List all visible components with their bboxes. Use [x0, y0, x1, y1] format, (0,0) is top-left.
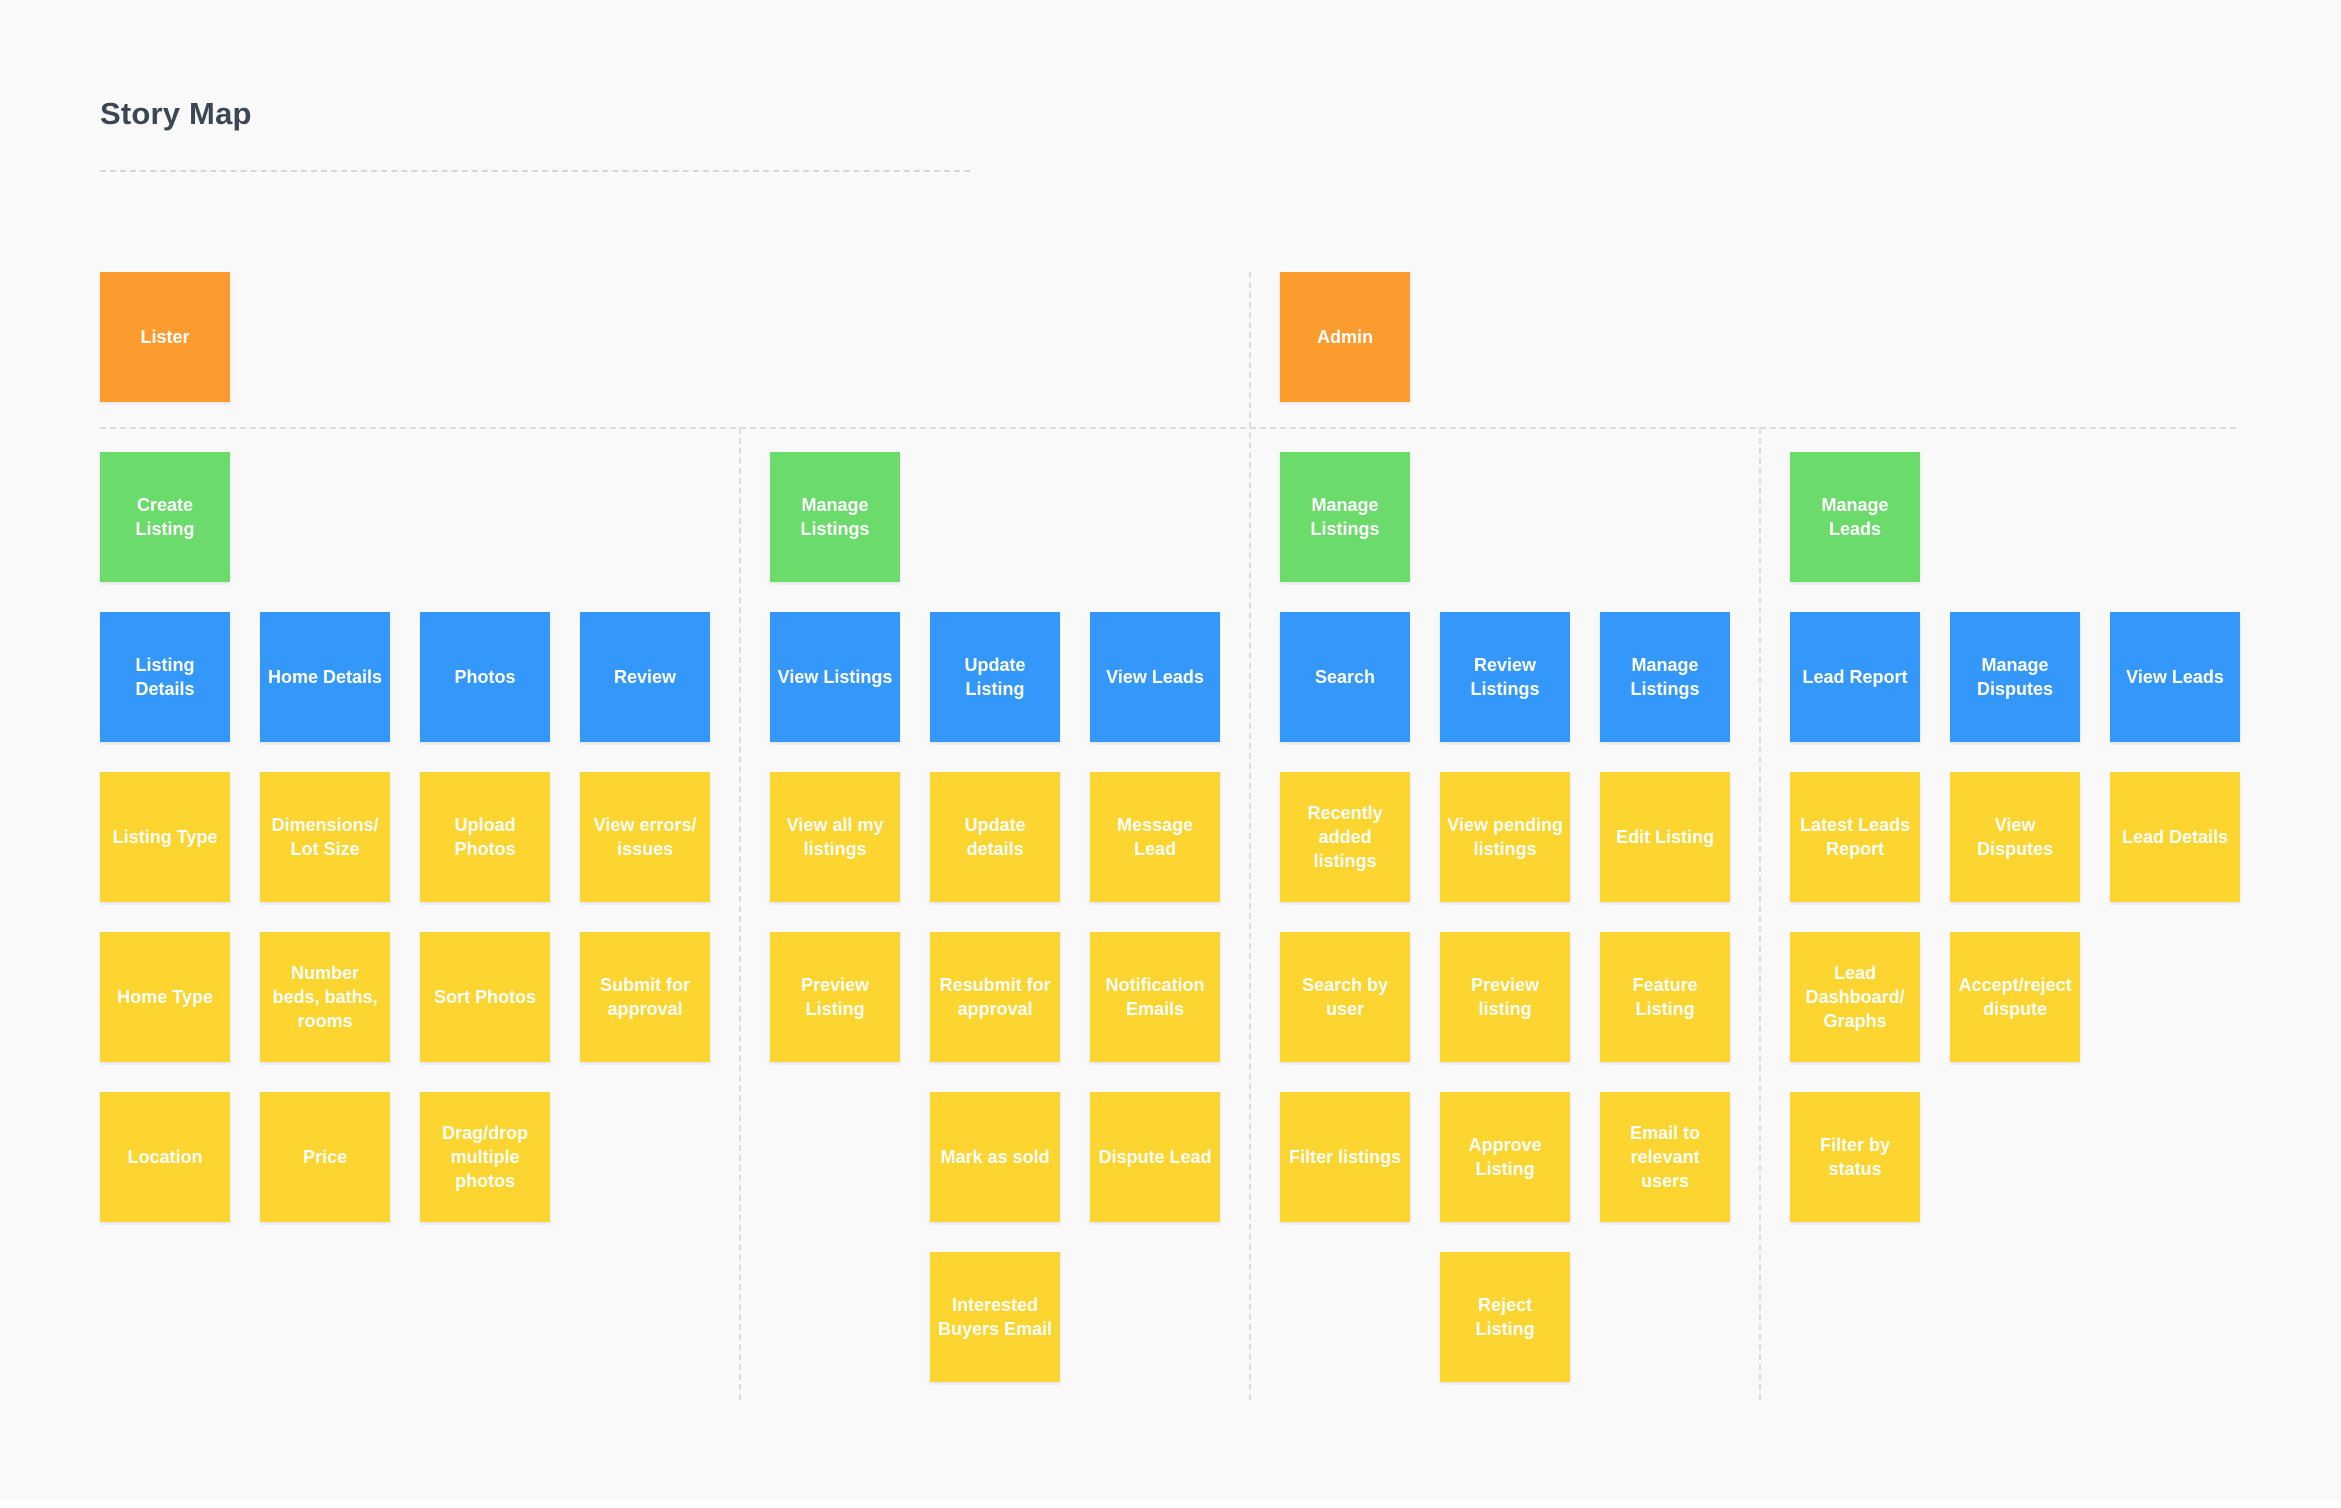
- activity-card[interactable]: Manage Listings: [770, 452, 900, 582]
- story-card[interactable]: Mark as sold: [930, 1092, 1060, 1222]
- title-divider: [100, 170, 970, 172]
- persona-divider: [1249, 272, 1251, 1400]
- task-card[interactable]: Home Details: [260, 612, 390, 742]
- story-card[interactable]: Approve Listing: [1440, 1092, 1570, 1222]
- story-card[interactable]: Interested Buyers Email: [930, 1252, 1060, 1382]
- story-card[interactable]: Location: [100, 1092, 230, 1222]
- story-card[interactable]: Message Lead: [1090, 772, 1220, 902]
- story-card[interactable]: Reject Listing: [1440, 1252, 1570, 1382]
- task-card[interactable]: Listing Details: [100, 612, 230, 742]
- story-card[interactable]: Edit Listing: [1600, 772, 1730, 902]
- task-card[interactable]: Search: [1280, 612, 1410, 742]
- story-card[interactable]: Sort Photos: [420, 932, 550, 1062]
- story-card[interactable]: Upload Photos: [420, 772, 550, 902]
- story-card[interactable]: Preview Listing: [770, 932, 900, 1062]
- activity-card[interactable]: Manage Listings: [1280, 452, 1410, 582]
- story-card[interactable]: View errors/ issues: [580, 772, 710, 902]
- task-card[interactable]: View Leads: [1090, 612, 1220, 742]
- story-card[interactable]: Recently added listings: [1280, 772, 1410, 902]
- task-card[interactable]: View Listings: [770, 612, 900, 742]
- story-card[interactable]: View all my listings: [770, 772, 900, 902]
- task-card[interactable]: Review Listings: [1440, 612, 1570, 742]
- story-card[interactable]: Filter listings: [1280, 1092, 1410, 1222]
- story-card[interactable]: Search by user: [1280, 932, 1410, 1062]
- story-card[interactable]: Dispute Lead: [1090, 1092, 1220, 1222]
- story-card[interactable]: Update details: [930, 772, 1060, 902]
- task-card[interactable]: Lead Report: [1790, 612, 1920, 742]
- story-card[interactable]: Price: [260, 1092, 390, 1222]
- story-card[interactable]: Listing Type: [100, 772, 230, 902]
- story-card[interactable]: Dimensions/ Lot Size: [260, 772, 390, 902]
- task-card[interactable]: View Leads: [2110, 612, 2240, 742]
- task-card[interactable]: Review: [580, 612, 710, 742]
- story-card[interactable]: Notification Emails: [1090, 932, 1220, 1062]
- page-title: Story Map: [100, 96, 252, 131]
- persona-card-lister[interactable]: Lister: [100, 272, 230, 402]
- story-card[interactable]: Accept/reject dispute: [1950, 932, 2080, 1062]
- story-card[interactable]: Drag/drop multiple photos: [420, 1092, 550, 1222]
- story-card[interactable]: Preview listing: [1440, 932, 1570, 1062]
- story-card[interactable]: Home Type: [100, 932, 230, 1062]
- persona-card-admin[interactable]: Admin: [1280, 272, 1410, 402]
- story-card[interactable]: Filter by status: [1790, 1092, 1920, 1222]
- story-card[interactable]: Number beds, baths, rooms: [260, 932, 390, 1062]
- story-card[interactable]: Email to relevant users: [1600, 1092, 1730, 1222]
- story-card[interactable]: View pending listings: [1440, 772, 1570, 902]
- story-card[interactable]: Lead Dashboard/ Graphs: [1790, 932, 1920, 1062]
- story-card[interactable]: Latest Leads Report: [1790, 772, 1920, 902]
- backbone-divider: [100, 427, 2236, 429]
- activity-divider: [739, 428, 741, 1400]
- story-card[interactable]: Resubmit for approval: [930, 932, 1060, 1062]
- story-card[interactable]: View Disputes: [1950, 772, 2080, 902]
- activity-card[interactable]: Manage Leads: [1790, 452, 1920, 582]
- story-card[interactable]: Submit for approval: [580, 932, 710, 1062]
- canvas-bottom-edge: [0, 1500, 2341, 1508]
- task-card[interactable]: Manage Listings: [1600, 612, 1730, 742]
- story-card[interactable]: Feature Listing: [1600, 932, 1730, 1062]
- story-card[interactable]: Lead Details: [2110, 772, 2240, 902]
- task-card[interactable]: Update Listing: [930, 612, 1060, 742]
- activity-divider: [1759, 428, 1761, 1400]
- task-card[interactable]: Photos: [420, 612, 550, 742]
- activity-card[interactable]: Create Listing: [100, 452, 230, 582]
- task-card[interactable]: Manage Disputes: [1950, 612, 2080, 742]
